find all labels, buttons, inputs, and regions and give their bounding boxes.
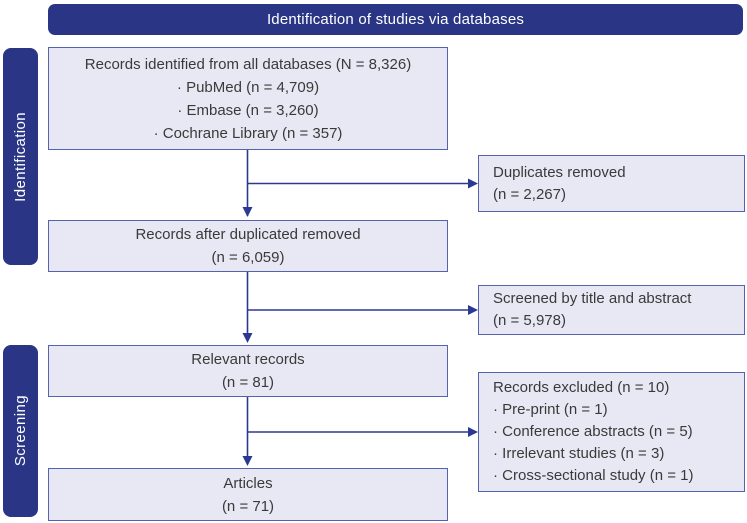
box-line: Records after duplicated removed — [135, 226, 361, 243]
box-line: Records excluded (n = 10) — [493, 379, 670, 396]
bullet-item: · Cross-sectional study (n = 1) — [493, 467, 694, 484]
box-screened-title-abstract: Screened by title and abstract (n = 5,97… — [478, 285, 745, 335]
box-records-excluded: Records excluded (n = 10) · Pre-print (n… — [478, 372, 745, 492]
bullet-item: · Cochrane Library (n = 357) — [153, 124, 343, 142]
box-count: (n = 6,059) — [211, 249, 285, 266]
bullet-item: · PubMed (n = 4,709) — [176, 78, 320, 96]
box-count: (n = 5,978) — [493, 312, 566, 329]
box-line: Relevant records — [191, 351, 305, 368]
box-articles: Articles (n = 71) — [48, 468, 448, 521]
box-count: (n = 2,267) — [493, 185, 566, 203]
stage-label-screening: Screening — [3, 345, 38, 517]
box-duplicates-removed: Duplicates removed (n = 2,267) — [478, 155, 745, 212]
box-line: Screened by title and abstract — [493, 290, 692, 307]
bullet-item: · Irrelevant studies (n = 3) — [493, 445, 665, 462]
box-records-after-duplicates: Records after duplicated removed (n = 6,… — [48, 220, 448, 272]
bullet-item: · Conference abstracts (n = 5) — [493, 423, 693, 440]
stage-label-identification: Identification — [3, 48, 38, 265]
bullet-item: · Embase (n = 3,260) — [177, 101, 319, 119]
box-records-identified: Records identified from all databases (N… — [48, 47, 448, 150]
box-count: (n = 71) — [221, 497, 275, 515]
diagram-title: Identification of studies via databases — [266, 11, 525, 28]
box-line: Duplicates removed — [493, 163, 626, 181]
box-relevant-records: Relevant records (n = 81) — [48, 345, 448, 397]
box-line: Records identified from all databases (N… — [84, 55, 412, 73]
diagram-header: Identification of studies via databases — [48, 4, 743, 35]
bullet-item: · Pre-print (n = 1) — [493, 401, 608, 418]
box-line: Articles — [223, 474, 273, 492]
box-count: (n = 81) — [221, 374, 275, 391]
